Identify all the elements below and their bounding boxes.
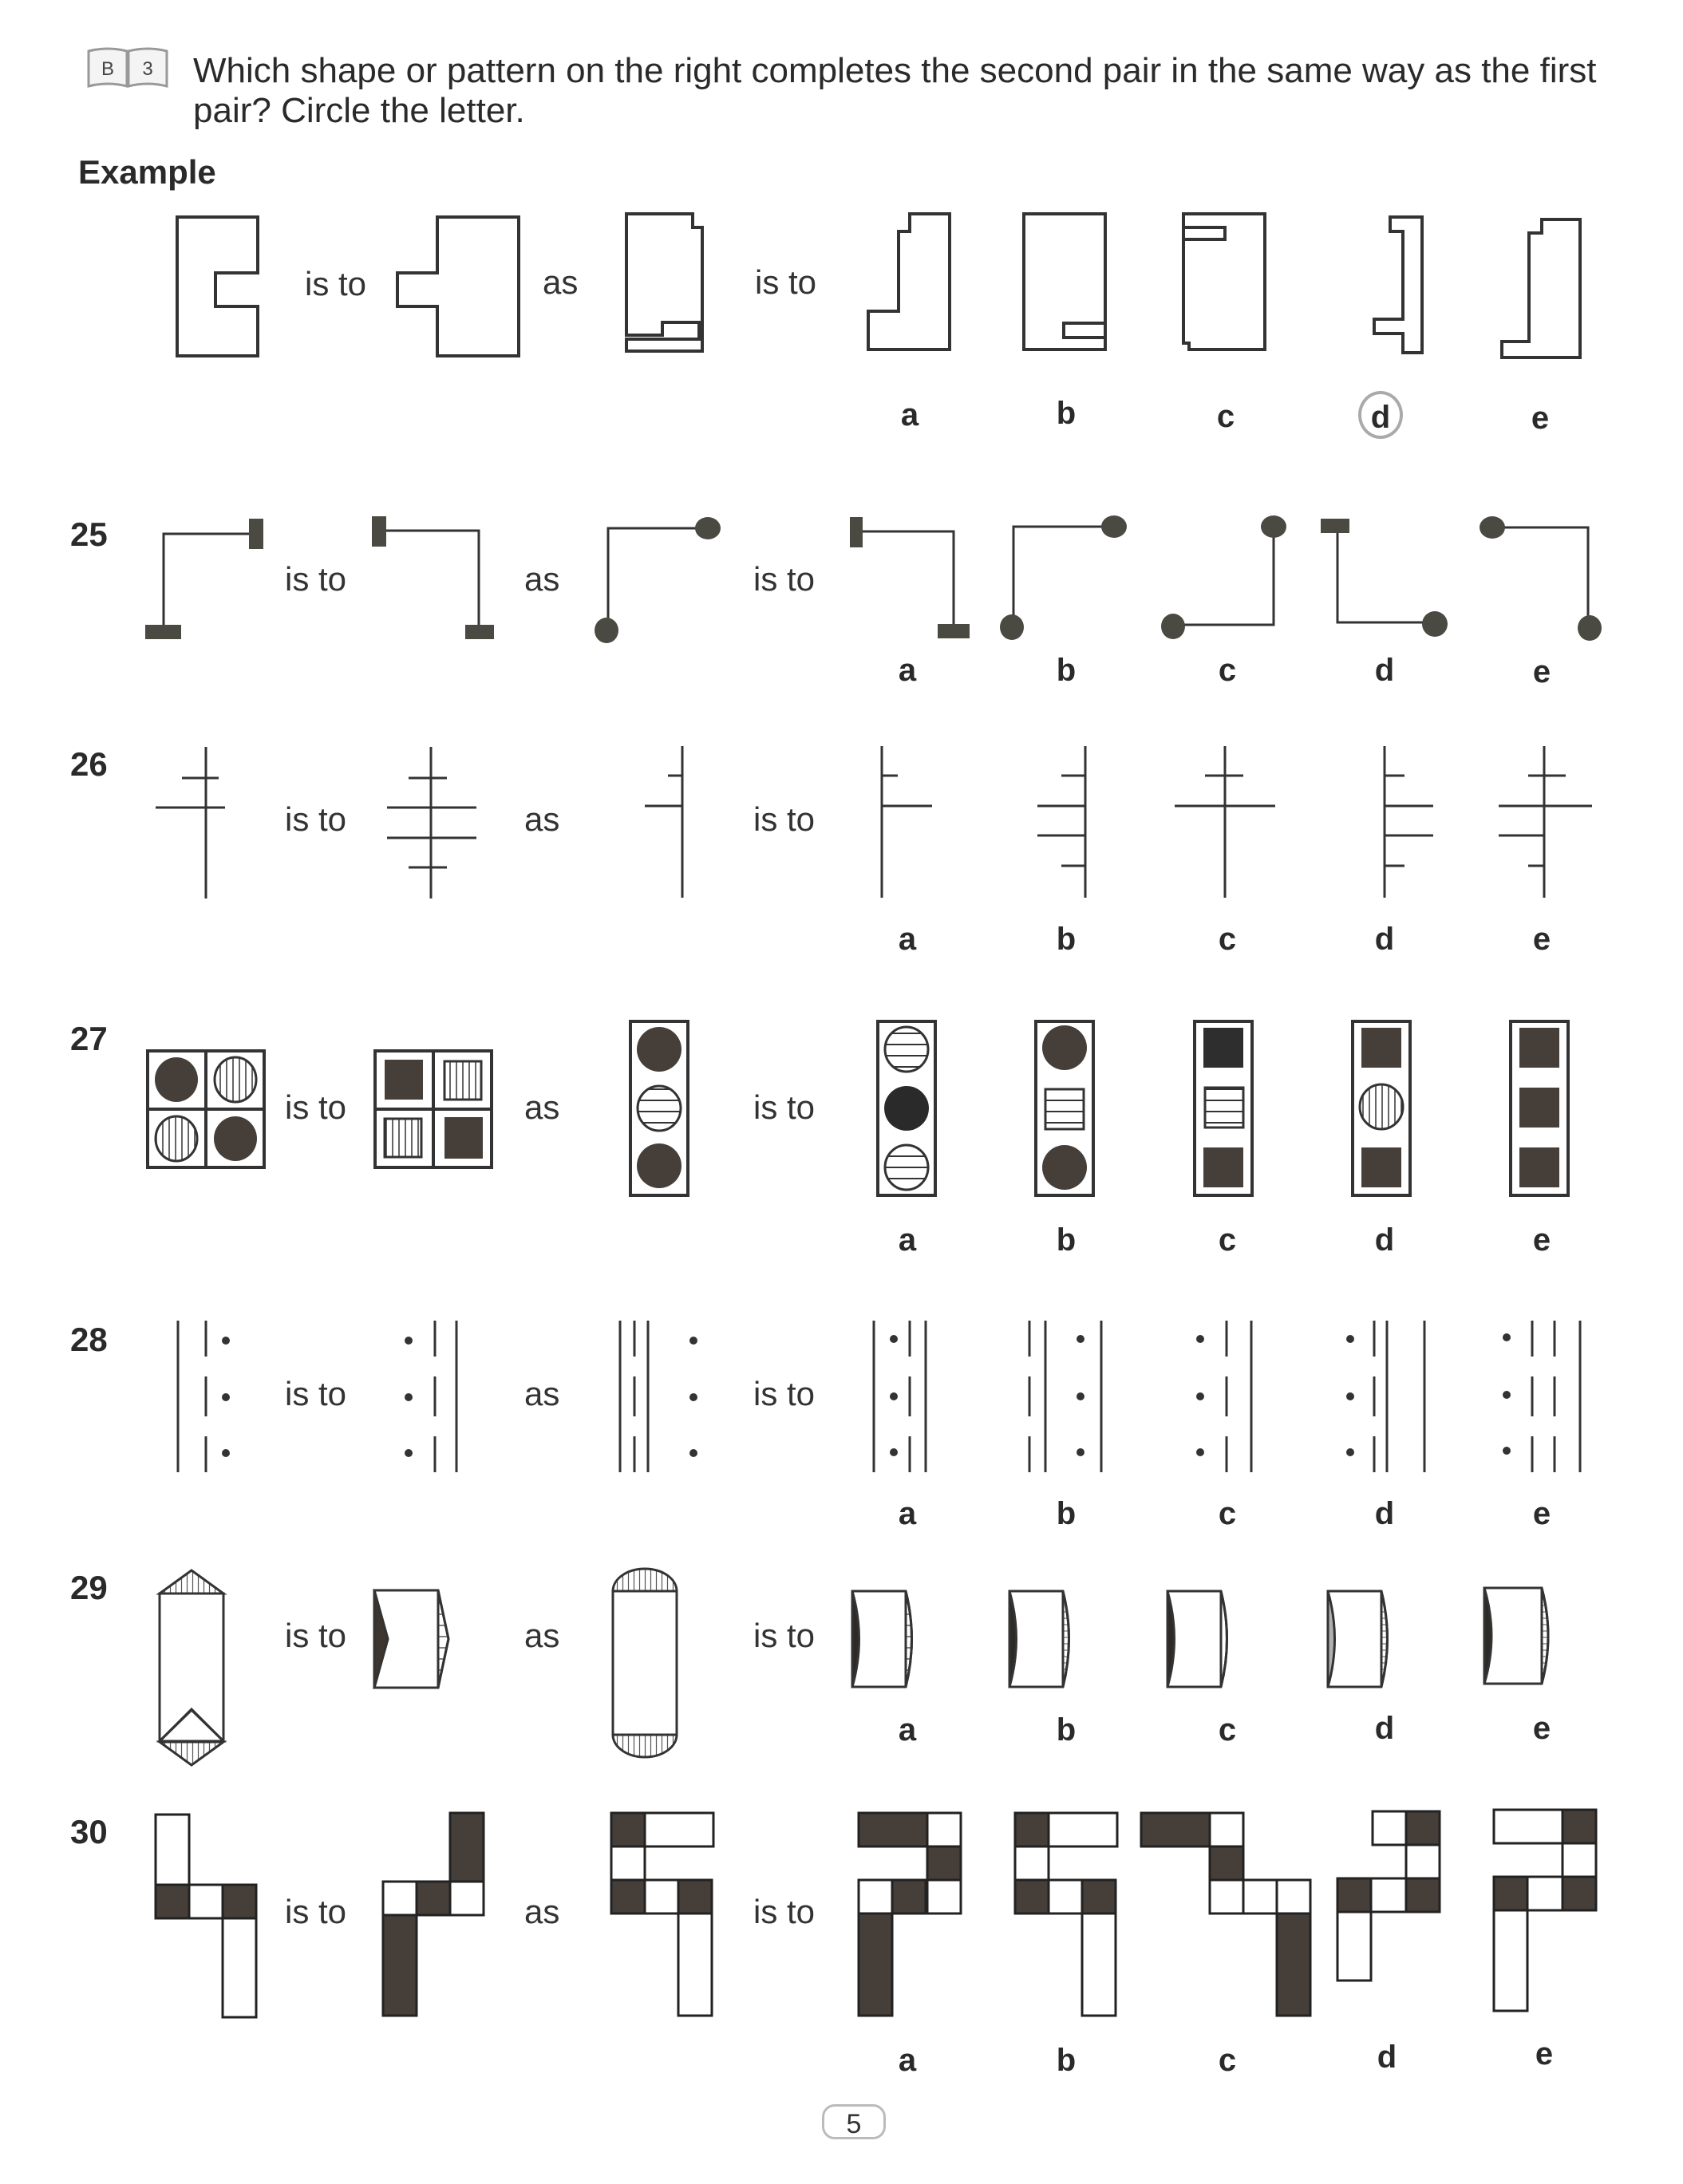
q25-option-b[interactable]: b bbox=[1056, 653, 1077, 688]
example-option-d bbox=[1373, 215, 1424, 354]
q27-option-e[interactable]: e bbox=[1532, 1222, 1551, 1258]
q29-option-c-shape bbox=[1166, 1590, 1228, 1688]
q29-is-to-1: is to bbox=[285, 1617, 347, 1654]
example-shape-3 bbox=[625, 212, 704, 353]
question-number-25: 25 bbox=[70, 515, 108, 553]
q29-option-d[interactable]: d bbox=[1374, 1711, 1395, 1746]
q26-is-to-2: is to bbox=[753, 800, 816, 838]
example-option-label-d-circled[interactable]: d bbox=[1358, 391, 1403, 439]
q30-option-d[interactable]: d bbox=[1377, 2040, 1397, 2075]
example-option-a bbox=[867, 212, 951, 351]
example-option-c bbox=[1182, 212, 1266, 351]
q27-option-c[interactable]: c bbox=[1218, 1222, 1237, 1258]
question-number-26: 26 bbox=[70, 745, 108, 783]
example-option-e bbox=[1500, 218, 1582, 359]
example-shape-1 bbox=[176, 215, 259, 357]
example-as: as bbox=[543, 263, 579, 301]
example-option-label-e[interactable]: e bbox=[1531, 401, 1550, 436]
q29-option-e[interactable]: e bbox=[1532, 1711, 1551, 1746]
q28-option-b[interactable]: b bbox=[1056, 1496, 1077, 1531]
q29-option-b-shape bbox=[1008, 1590, 1070, 1688]
question-number-28: 28 bbox=[70, 1321, 108, 1358]
q26-option-d[interactable]: d bbox=[1374, 922, 1395, 957]
q28-is-to-2: is to bbox=[753, 1375, 816, 1412]
q26-option-b[interactable]: b bbox=[1056, 922, 1077, 957]
q27-option-b[interactable]: b bbox=[1056, 1222, 1077, 1258]
q30-is-to-2: is to bbox=[753, 1893, 816, 1930]
q30-option-b[interactable]: b bbox=[1056, 2043, 1077, 2078]
q30-option-a[interactable]: a bbox=[898, 2043, 917, 2078]
q28-option-a[interactable]: a bbox=[898, 1496, 917, 1531]
question-number-29: 29 bbox=[70, 1569, 108, 1606]
badge-letter: B bbox=[101, 58, 114, 80]
q30-option-c[interactable]: c bbox=[1218, 2043, 1237, 2078]
q27-is-to-1: is to bbox=[285, 1088, 347, 1126]
q25-as: as bbox=[524, 560, 560, 598]
q26-option-e[interactable]: e bbox=[1532, 922, 1551, 957]
q28-option-e[interactable]: e bbox=[1532, 1496, 1551, 1531]
example-option-label-b[interactable]: b bbox=[1056, 396, 1077, 431]
q25-option-d[interactable]: d bbox=[1374, 653, 1395, 688]
q26-is-to-1: is to bbox=[285, 800, 347, 838]
q29-option-a-shape bbox=[851, 1590, 913, 1688]
q25-option-c[interactable]: c bbox=[1218, 653, 1237, 688]
q27-as: as bbox=[524, 1088, 560, 1126]
book-reference-icon: B 3 bbox=[87, 47, 168, 88]
example-option-label-a[interactable]: a bbox=[900, 397, 919, 432]
q28-option-d[interactable]: d bbox=[1374, 1496, 1395, 1531]
example-is-to-1: is to bbox=[305, 265, 367, 302]
instruction-text: Which shape or pattern on the right comp… bbox=[193, 51, 1597, 130]
q25-is-to-1: is to bbox=[285, 560, 347, 598]
example-option-b bbox=[1022, 212, 1107, 351]
q29-option-b[interactable]: b bbox=[1056, 1712, 1077, 1748]
q25-option-e[interactable]: e bbox=[1532, 654, 1551, 689]
q29-option-a[interactable]: a bbox=[898, 1712, 917, 1748]
q30-is-to-1: is to bbox=[285, 1893, 347, 1930]
q27-option-a[interactable]: a bbox=[898, 1222, 917, 1258]
q28-option-c[interactable]: c bbox=[1218, 1496, 1237, 1531]
q27-is-to-2: is to bbox=[753, 1088, 816, 1126]
q28-as: as bbox=[524, 1375, 560, 1412]
q29-option-e-shape bbox=[1483, 1586, 1550, 1685]
question-number-30: 30 bbox=[70, 1813, 108, 1850]
q25-option-a[interactable]: a bbox=[898, 653, 917, 688]
example-heading: Example bbox=[78, 153, 216, 191]
q27-option-d[interactable]: d bbox=[1374, 1222, 1395, 1258]
example-is-to-2: is to bbox=[755, 263, 817, 301]
q29-as: as bbox=[524, 1617, 560, 1654]
page-number: 5 bbox=[822, 2104, 886, 2139]
q25-is-to-2: is to bbox=[753, 560, 816, 598]
q26-option-c[interactable]: c bbox=[1218, 922, 1237, 957]
example-shape-2 bbox=[396, 215, 520, 357]
q30-as: as bbox=[524, 1893, 560, 1930]
question-number-27: 27 bbox=[70, 1020, 108, 1057]
badge-number: 3 bbox=[142, 58, 152, 80]
q28-is-to-1: is to bbox=[285, 1375, 347, 1412]
q29-option-d-shape bbox=[1326, 1590, 1389, 1688]
q30-option-e[interactable]: e bbox=[1535, 2036, 1554, 2071]
q26-option-a[interactable]: a bbox=[898, 922, 917, 957]
q29-option-c[interactable]: c bbox=[1218, 1712, 1237, 1748]
example-option-label-c[interactable]: c bbox=[1216, 399, 1235, 434]
q29-is-to-2: is to bbox=[753, 1617, 816, 1654]
q26-as: as bbox=[524, 800, 560, 838]
